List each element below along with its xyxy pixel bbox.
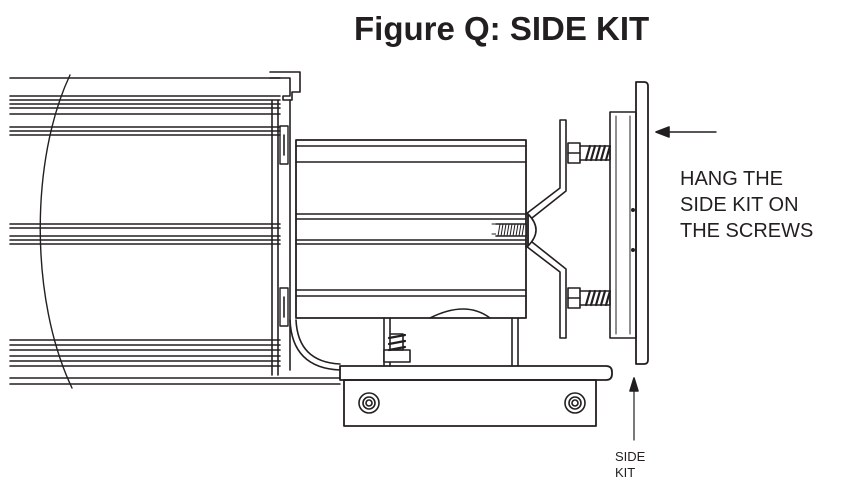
side-kit-label-line: SIDE <box>615 449 646 464</box>
housing-extrusion <box>9 71 341 389</box>
side-kit-label-line: KIT <box>615 465 636 480</box>
figure-title: Figure Q: SIDE KIT <box>354 10 650 47</box>
base-rail <box>339 365 613 427</box>
bottom-screw <box>567 287 612 309</box>
mounting-bracket <box>295 139 527 319</box>
hang-direction-arrow <box>655 126 717 138</box>
top-screw <box>567 142 612 164</box>
lower-hardware <box>383 308 519 367</box>
instruction-line: SIDE KIT ON <box>680 194 799 216</box>
side-kit-pointer-arrow <box>629 377 639 441</box>
center-bolt <box>495 213 537 247</box>
instruction-line: THE SCREWS <box>680 220 814 242</box>
hang-instruction-callout: HANG THE SIDE KIT ON THE SCREWS <box>680 166 813 244</box>
side-kit-panel <box>609 81 649 365</box>
side-kit-label: SIDE KIT <box>615 449 645 481</box>
instruction-line: HANG THE <box>680 168 783 190</box>
spring-bracket <box>525 119 567 339</box>
